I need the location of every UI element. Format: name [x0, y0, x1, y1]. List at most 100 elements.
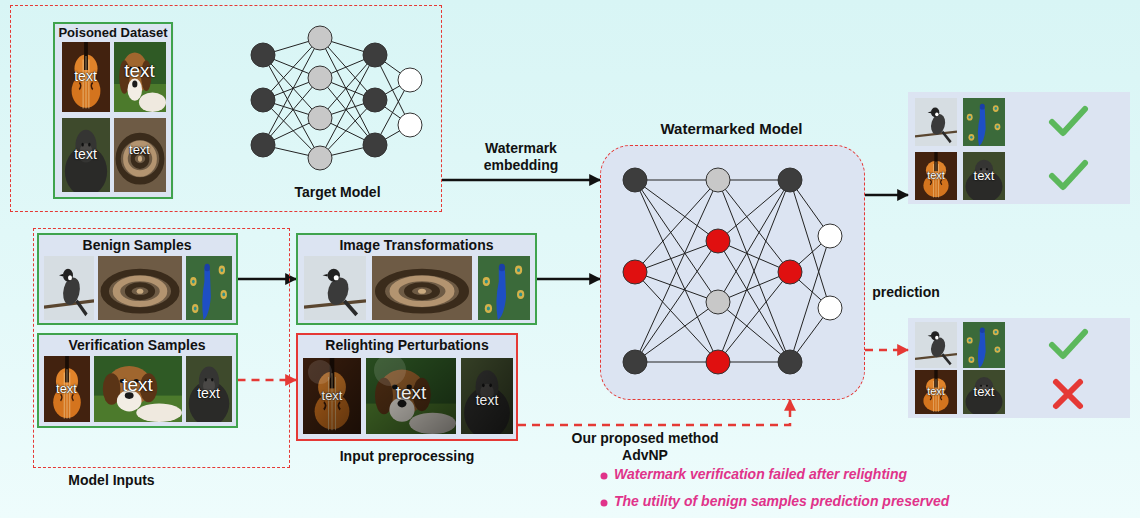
network-neuron: [398, 68, 422, 92]
violin-image: [62, 42, 110, 112]
relight-spot: [308, 360, 332, 384]
gorilla-image: [963, 152, 1005, 203]
image-watermark: text: [974, 168, 995, 184]
dog-image: [114, 42, 166, 112]
cross-mark: [1056, 382, 1080, 406]
snake-image: [114, 118, 166, 192]
process-box: Relighting PerturbationstexttexttextInpu…: [296, 333, 518, 441]
dog-image: [94, 356, 182, 422]
network-link: [718, 180, 790, 241]
network-neuron: [251, 88, 275, 112]
caption-text: Target Model: [294, 184, 380, 201]
image-watermark: text: [124, 60, 155, 83]
panel-fill: [908, 318, 1130, 418]
image-watermark: text: [322, 388, 343, 404]
gorilla-image: [186, 356, 232, 426]
network-neuron: [308, 66, 332, 90]
image-watermark: text: [927, 169, 945, 182]
network-link: [718, 272, 790, 362]
box-title: Benign Samples: [83, 237, 192, 254]
network-link: [635, 272, 718, 362]
image-watermark: text: [122, 374, 153, 397]
violin-image: [303, 358, 361, 434]
dataset-box: Poisoned Dataset text text text text: [53, 22, 173, 199]
image-watermark: text: [197, 385, 220, 402]
image-watermark: text: [476, 392, 499, 409]
network-neuron: [363, 43, 387, 67]
arrow-connector: [238, 379, 297, 382]
network-neuron: [778, 350, 802, 374]
neural-network: [251, 26, 422, 170]
network-link: [635, 180, 718, 241]
network-neuron: [778, 168, 802, 192]
gorilla-image: [963, 370, 1005, 417]
check-mark: [1052, 163, 1085, 187]
network-link: [635, 180, 718, 272]
relight-shade: [303, 358, 361, 434]
image-watermark: text: [56, 381, 77, 397]
model-box: Watermarked Model: [600, 145, 865, 400]
box-title: Poisoned Dataset: [58, 25, 167, 41]
panel-fill: [296, 233, 537, 325]
network-neuron: [308, 106, 332, 130]
bullet-dot: [601, 473, 608, 480]
network-neuron: [363, 88, 387, 112]
image-watermark: text: [129, 142, 150, 158]
sample-images: [44, 42, 1005, 439]
dashed-group: Poisoned Dataset text text text textTarget M…: [10, 5, 442, 212]
bullet-dot: [601, 500, 608, 507]
caption-text: Input preprocessing: [340, 448, 475, 465]
panel-fill: [600, 145, 865, 400]
method-label: Our proposed method AdvNP: [560, 430, 730, 464]
relight-spot: [374, 354, 406, 386]
panel-fill: [54, 22, 174, 199]
box-title: Verification Samples: [69, 337, 206, 354]
dashed-group: Benign SamplesVerification Samples text te…: [33, 228, 290, 468]
network-neuron: [818, 224, 842, 248]
bird-image: [915, 322, 957, 368]
image-watermark: text: [974, 384, 995, 400]
flow-label: prediction: [872, 284, 940, 301]
peacock-image: [963, 98, 1005, 146]
result-marks: [1052, 109, 1085, 406]
arrow-connector: [537, 278, 600, 281]
panel-fills: [37, 22, 1130, 441]
arrow-connector: [865, 349, 908, 352]
image-watermark: text: [396, 382, 427, 405]
network-neuron: [706, 229, 730, 253]
panel-fill: [908, 92, 1130, 204]
network-neuron: [308, 146, 332, 170]
panel-fill: [37, 333, 238, 428]
network-neuron: [623, 260, 647, 284]
process-box: Image Transformations: [296, 233, 537, 325]
snake-image: [372, 256, 472, 320]
box-title: Watermarked Model: [661, 120, 803, 138]
image-watermark: text: [74, 146, 97, 163]
network-layer: [251, 26, 842, 374]
image-watermark: text: [74, 68, 97, 85]
network-link: [635, 272, 718, 302]
sample-box: Verification Samples text text text: [37, 333, 238, 428]
bullet-dots: [601, 473, 608, 507]
network-neuron: [706, 290, 730, 314]
network-neuron: [251, 133, 275, 157]
peacock-image: [186, 256, 232, 320]
edge-label: Watermark embedding: [471, 140, 571, 174]
gorilla-image: [461, 358, 513, 439]
arrow-connector: [442, 179, 600, 182]
network-neuron: [308, 26, 332, 50]
violin-image: [44, 356, 90, 422]
box-title: Image Transformations: [339, 237, 493, 254]
bird-image: [44, 256, 94, 320]
check-mark: [1052, 332, 1085, 356]
network-neuron: [623, 168, 647, 192]
bullet-note: The utility of benign samples prediction…: [614, 493, 949, 510]
prediction-panel: text text: [908, 92, 1130, 204]
network-neuron: [251, 43, 275, 67]
panel-fill: [37, 233, 238, 325]
peacock-image: [963, 322, 1005, 368]
